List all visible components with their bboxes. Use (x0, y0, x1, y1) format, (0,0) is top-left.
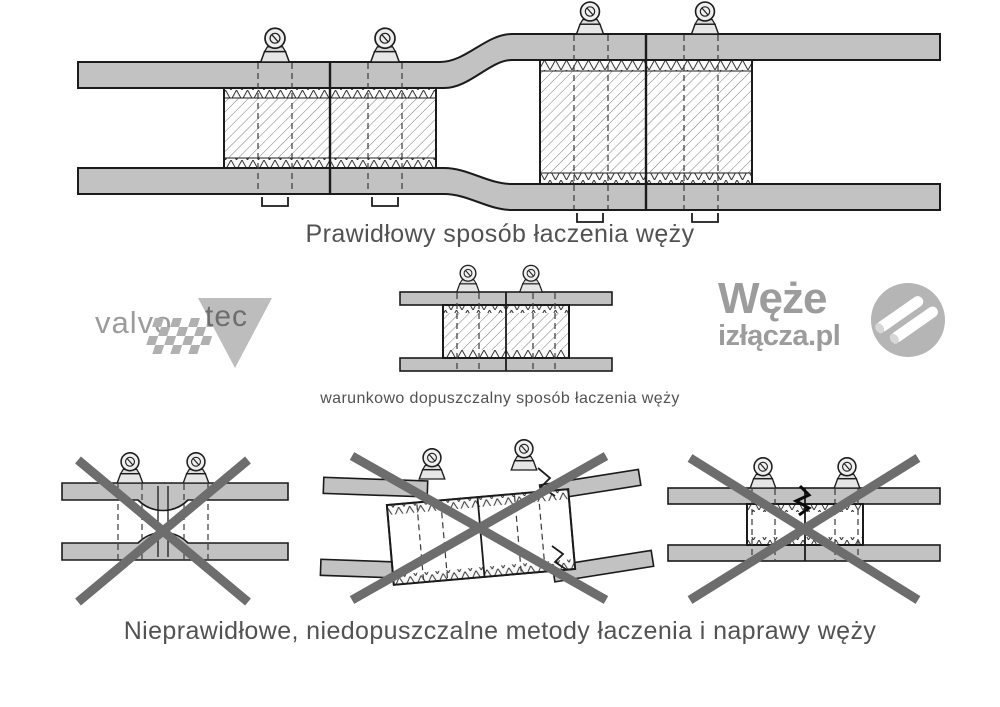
clamp-band-bracket (371, 197, 399, 207)
hose-bottom-wall (667, 544, 941, 562)
hose-clamp-icon (690, 1, 720, 35)
right-barbed-coupling (539, 34, 753, 210)
caption-correct-method: Prawidłowy sposób łaczenia węży (305, 220, 695, 248)
conditional-connection-drawing (399, 264, 613, 372)
hose-clamp-icon (418, 448, 446, 480)
hose-clamp-icon (369, 27, 401, 63)
weze-logo-line1: Węże (718, 274, 827, 323)
crack-lightning-mark (792, 484, 812, 517)
hose-top-wall (77, 33, 941, 89)
caption-incorrect-methods: Nieprawidłowe, niedopuszczalne metody ła… (123, 617, 877, 645)
incorrect-drawing-torn-hose (319, 439, 655, 604)
hose-bottom-wall (77, 167, 941, 211)
correct-connection-drawing (77, 1, 941, 223)
valvotec-triangle-icon (198, 298, 272, 368)
hose-clamp-icon (510, 439, 538, 471)
incorrect-drawing-butt-joint (61, 452, 289, 606)
weze-logo-line2: izłącza.pl (718, 319, 841, 352)
clamp-band-bracket (261, 197, 289, 207)
incorrect-drawing-cracked-hose (667, 454, 941, 604)
tear-jagged-edge (551, 545, 568, 571)
hose-clamp-icon (116, 452, 144, 484)
valvotec-checkered-flag-icon (146, 318, 218, 354)
clamp-band-bracket (576, 213, 604, 223)
hose-clamp-icon (456, 264, 480, 293)
valvotec-logo: valvo tec (95, 292, 285, 384)
hose-clamp-icon (833, 457, 861, 489)
hose-top-wall (61, 482, 289, 512)
hose-clamp-icon (519, 264, 543, 293)
clamp-band-bracket (691, 213, 719, 223)
hose-clamp-icon (259, 27, 291, 63)
cross-out-mark (75, 456, 251, 606)
hose-clamp-icon (182, 452, 210, 484)
weze-izlacza-logo: Węże izłącza.pl (718, 274, 950, 366)
barbed-coupling (442, 292, 570, 371)
cross-out-mark (687, 454, 921, 604)
valvotec-text-tec: tec (205, 300, 249, 333)
caption-conditional-method: warunkowo dopuszczalny sposób łaczenia w… (320, 390, 680, 407)
hose-clamp-icon (575, 1, 605, 35)
cross-out-mark (349, 452, 609, 604)
hose-clamp-icon (749, 457, 777, 489)
pipes-badge-icon (871, 283, 945, 357)
left-barbed-coupling (223, 62, 437, 194)
